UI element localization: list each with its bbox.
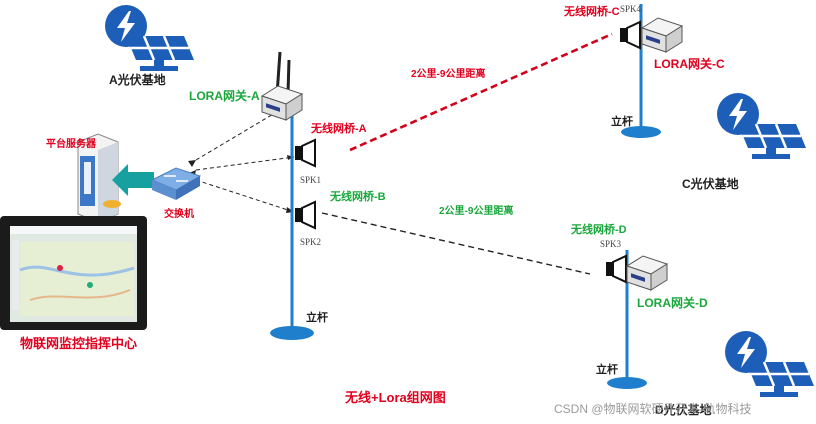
- spk2-label: SPK2: [300, 237, 322, 247]
- bridge-c-label: 无线网桥-C: [564, 6, 620, 18]
- arrow-icon: [112, 164, 154, 196]
- spk4-label: SPK4: [620, 4, 642, 14]
- pole-d-label: 立杆: [596, 364, 618, 376]
- pole-base: [607, 377, 647, 389]
- pole-c-label: 立杆: [611, 116, 633, 128]
- watermark: CSDN @物联网软硬件开发-轨物科技: [554, 402, 752, 416]
- solar-site-a-icon: [103, 3, 196, 73]
- link-switch-spk2: [195, 179, 295, 213]
- speaker-spk4-icon: [619, 21, 641, 49]
- gateway-c-label: LORA网关-C: [654, 57, 725, 71]
- switch-icon: [150, 167, 202, 200]
- server-label: 平台服务器: [46, 139, 96, 150]
- speaker-spk3-icon: [605, 255, 627, 283]
- link-line-ac: [349, 32, 613, 152]
- pole-main-label: 立杆: [306, 312, 328, 324]
- pole-base: [621, 126, 661, 138]
- gateway-a-label: LORA网关-A: [189, 89, 260, 103]
- site-c-label: C光伏基地: [682, 177, 739, 191]
- gateway-c-icon: [641, 17, 683, 53]
- antenna-icon: [286, 59, 291, 94]
- solar-site-d-icon: [723, 329, 816, 399]
- gateway-a-icon: [261, 85, 303, 121]
- center-label: 物联网监控指挥中心: [20, 336, 138, 351]
- link-bd-distance-label: 2公里-9公里距离: [439, 206, 514, 217]
- speaker-spk2-icon: [294, 201, 316, 229]
- link-line-bd: [321, 212, 591, 275]
- pole-base: [270, 326, 314, 340]
- spk1-label: SPK1: [300, 175, 322, 185]
- solar-site-c-icon: [715, 91, 808, 161]
- diagram-title: 无线+Lora组网图: [345, 390, 446, 405]
- monitor-screen: [0, 216, 147, 330]
- bridge-d-label: 无线网桥-D: [571, 224, 627, 236]
- site-d-label: D光伏基地: [655, 403, 712, 417]
- link-switch-gateway-a: [195, 109, 281, 161]
- server-icon: [77, 133, 121, 223]
- spk3-label: SPK3: [600, 239, 622, 249]
- link-ac-distance-label: 2公里-9公里距离: [411, 69, 486, 80]
- bridge-a-label: 无线网桥-A: [311, 123, 367, 135]
- speaker-spk1-icon: [294, 139, 316, 167]
- link-switch-spk1: [195, 156, 295, 171]
- gateway-d-icon: [626, 255, 668, 291]
- site-a-label: A光伏基地: [109, 73, 166, 87]
- switch-label: 交换机: [164, 209, 194, 220]
- bridge-b-label: 无线网桥-B: [330, 191, 386, 203]
- gateway-d-label: LORA网关-D: [637, 296, 708, 310]
- arrowhead: [188, 160, 196, 167]
